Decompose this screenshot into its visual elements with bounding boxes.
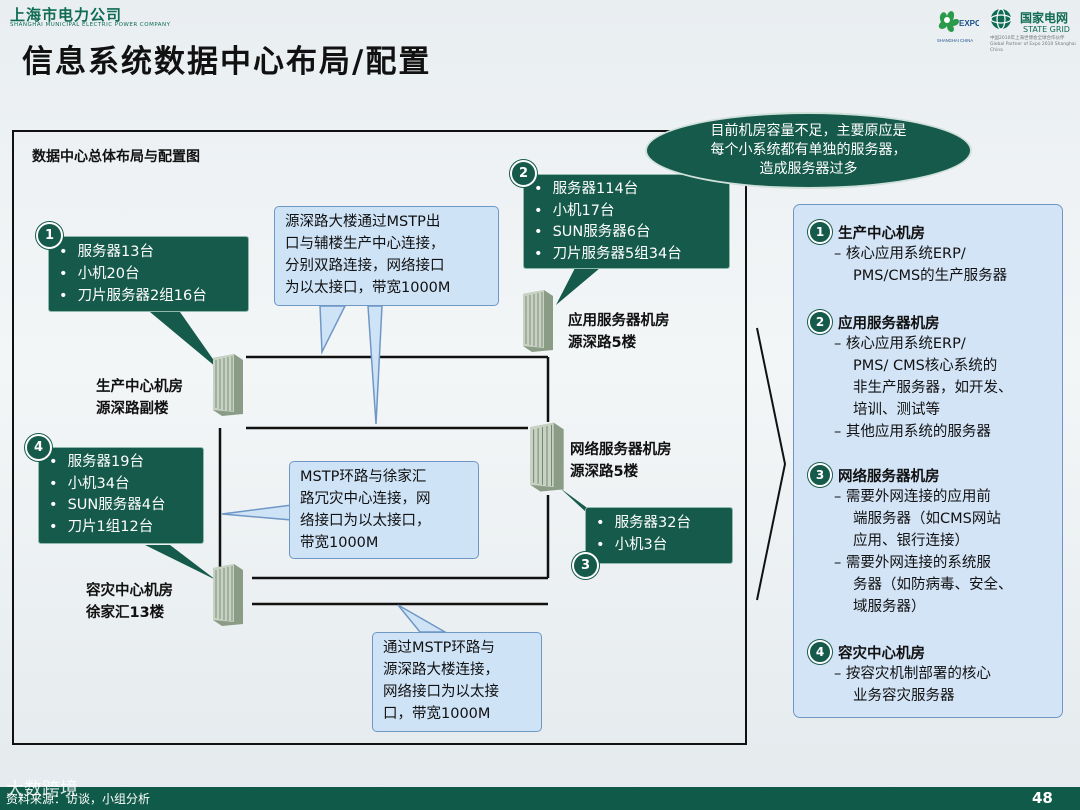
section-line: 域服务器） <box>834 596 1013 618</box>
note-line: 路冗灾中心连接，网 <box>300 488 468 510</box>
site2-config-box: 服务器114台 小机17台 SUN服务器6台 刀片服务器5组34台 <box>523 174 730 269</box>
pointer-site4 <box>145 545 216 580</box>
section-line: PMS/CMS的生产服务器 <box>834 265 1007 287</box>
site2-badge: 2 <box>510 160 537 187</box>
site3-badge: 3 <box>572 552 599 579</box>
config-item: 服务器32台 <box>596 512 724 534</box>
section-line: – 需要外网连接的应用前 <box>834 486 1013 508</box>
section2-badge: 2 <box>808 310 832 334</box>
site-address: 源深路副楼 <box>96 398 183 420</box>
note-line: 为以太接口，带宽1000M <box>285 277 488 299</box>
config-item: 刀片服务器5组34台 <box>534 244 721 266</box>
site3-location: 网络服务器机房 源深路5楼 <box>570 439 672 483</box>
section2-body: – 核心应用系统ERP/ PMS/ CMS核心系统的 非生产服务器，如开发、 培… <box>834 333 1013 443</box>
section1-badge: 1 <box>808 220 832 244</box>
config-item: SUN服务器6台 <box>534 222 721 244</box>
site3-config-box: 服务器32台 小机3台 <box>585 507 733 564</box>
config-item: 服务器13台 <box>59 241 240 263</box>
note-mstp-backbone: 源深路大楼通过MSTP出 口与辅楼生产中心连接， 分别双路连接，网络接口 为以太… <box>274 206 499 306</box>
note-line: 源深路大楼连接， <box>383 659 531 681</box>
site-name: 生产中心机房 <box>96 376 183 398</box>
config-item: 小机3台 <box>596 534 724 556</box>
section4-title: 容灾中心机房 <box>838 642 925 663</box>
pointer-note1b <box>368 306 382 424</box>
section3-body: – 需要外网连接的应用前 端服务器（如CMS网站 应用、银行连接） – 需要外网… <box>834 486 1013 618</box>
section2-title: 应用服务器机房 <box>838 312 940 333</box>
config-item: 小机20台 <box>59 263 240 285</box>
callout-line: 目前机房容量不足，主要原应是 <box>647 122 970 141</box>
building-icon <box>520 288 556 352</box>
section-line: 端服务器（如CMS网站 <box>834 508 1013 530</box>
section3-title: 网络服务器机房 <box>838 465 940 486</box>
capacity-callout: 目前机房容量不足，主要原应是 每个小系统都有单独的服务器， 造成服务器过多 <box>645 112 972 189</box>
site-address: 源深路5楼 <box>570 461 672 483</box>
callout-line: 造成服务器过多 <box>647 160 970 179</box>
section-line: 应用、银行连接） <box>834 530 1013 552</box>
pointer-site2 <box>556 268 600 305</box>
note-mstp-disaster: MSTP环路与徐家汇 路冗灾中心连接，网 络接口为以太接口， 带宽1000M <box>289 461 479 559</box>
site1-config-box: 服务器13台 小机20台 刀片服务器2组16台 <box>48 236 249 312</box>
config-item: 小机17台 <box>534 201 721 223</box>
site-name: 网络服务器机房 <box>570 439 672 461</box>
section4-badge: 4 <box>808 640 832 664</box>
config-item: SUN服务器4台 <box>49 495 195 517</box>
note-line: 源深路大楼通过MSTP出 <box>285 211 488 233</box>
site4-location: 容灾中心机房 徐家汇13楼 <box>86 580 173 624</box>
config-item: 刀片1组12台 <box>49 517 195 539</box>
section-line: 非生产服务器，如开发、 <box>834 377 1013 399</box>
section-line: – 按容灾机制部署的核心 <box>834 663 991 685</box>
section-line: 培训、测试等 <box>834 399 1013 421</box>
config-item: 刀片服务器2组16台 <box>59 285 240 307</box>
config-item: 小机34台 <box>49 474 195 496</box>
note-line: 分别双路连接，网络接口 <box>285 255 488 277</box>
section-line: 业务容灾服务器 <box>834 685 991 707</box>
section-line: – 核心应用系统ERP/ <box>834 333 1013 355</box>
site-name: 应用服务器机房 <box>568 310 670 332</box>
site4-badge: 4 <box>25 434 52 461</box>
section-line: – 其他应用系统的服务器 <box>834 421 1013 443</box>
site2-location: 应用服务器机房 源深路5楼 <box>568 310 670 354</box>
section-line: PMS/ CMS核心系统的 <box>834 355 1013 377</box>
site1-badge: 1 <box>36 222 63 249</box>
section1-body: – 核心应用系统ERP/ PMS/CMS的生产服务器 <box>834 243 1007 287</box>
pointer-note1 <box>320 306 345 352</box>
note-line: 通过MSTP环路与 <box>383 637 531 659</box>
site-address: 源深路5楼 <box>568 332 670 354</box>
section-line: – 需要外网连接的系统服 <box>834 552 1013 574</box>
section-line: – 核心应用系统ERP/ <box>834 243 1007 265</box>
pointer-note3 <box>398 605 445 632</box>
building-icon <box>210 352 246 416</box>
config-item: 服务器19台 <box>49 452 195 474</box>
building-icon <box>527 418 567 494</box>
note-line: 口，带宽1000M <box>383 703 531 725</box>
site-address: 徐家汇13楼 <box>86 602 173 624</box>
site4-config-box: 服务器19台 小机34台 SUN服务器4台 刀片1组12台 <box>38 447 204 544</box>
note-line: 带宽1000M <box>300 532 468 554</box>
pointer-note2 <box>222 505 292 520</box>
site1-location: 生产中心机房 源深路副楼 <box>96 376 183 420</box>
note-mstp-loop: 通过MSTP环路与 源深路大楼连接， 网络接口为以太接 口，带宽1000M <box>372 632 542 732</box>
building-icon <box>210 562 246 626</box>
section1-title: 生产中心机房 <box>838 222 925 243</box>
note-line: 口与辅楼生产中心连接， <box>285 233 488 255</box>
section3-badge: 3 <box>808 463 832 487</box>
page-number: 48 <box>1032 789 1053 807</box>
section4-body: – 按容灾机制部署的核心 业务容灾服务器 <box>834 663 991 707</box>
note-line: MSTP环路与徐家汇 <box>300 466 468 488</box>
section-line: 务器（如防病毒、安全、 <box>834 574 1013 596</box>
note-line: 络接口为以太接口， <box>300 510 468 532</box>
chevron-arrow-icon <box>757 328 785 600</box>
source-note: 资料来源：访谈，小组分析 <box>6 790 150 807</box>
config-item: 服务器114台 <box>534 179 721 201</box>
footer-bar <box>0 787 1080 810</box>
note-line: 网络接口为以太接 <box>383 681 531 703</box>
callout-line: 每个小系统都有单独的服务器， <box>647 141 970 160</box>
site-name: 容灾中心机房 <box>86 580 173 602</box>
